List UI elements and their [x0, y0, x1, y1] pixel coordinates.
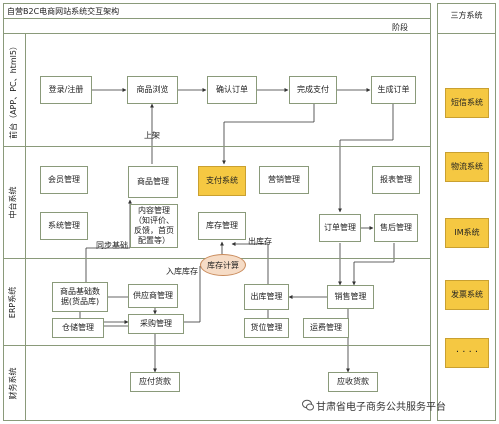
location-mgmt-node: 货位管理 [244, 318, 289, 338]
lane-divider-1 [3, 146, 431, 147]
sales-mgmt-node: 销售管理 [327, 285, 374, 309]
goods-base-data-node: 商品基础数 据(货品库) [52, 282, 108, 312]
edge-label-sync-base: 同步基础 [96, 241, 128, 250]
outbound-mgmt-node: 出库管理 [244, 284, 289, 310]
browse-node: 商品浏览 [127, 76, 178, 104]
im-system-node: IM系统 [445, 218, 489, 248]
aftersale-mgmt-node: 售后管理 [374, 214, 418, 242]
warehouse-mgmt-node: 仓储管理 [52, 318, 104, 338]
third-party-frame [437, 3, 496, 421]
phase-divider [3, 33, 431, 34]
wechat-icon [302, 399, 314, 411]
header-divider [3, 18, 431, 19]
diagram-title: 自营B2C电商网站系统交互架构 [7, 7, 120, 16]
lane-label-divider [25, 33, 26, 421]
shipping-cost-node: 运费管理 [303, 318, 349, 338]
supplier-mgmt-node: 供应商管理 [128, 284, 178, 308]
goods-mgmt-node: 商品管理 [128, 166, 178, 198]
lane-label-middle: 中台系统 [8, 186, 18, 219]
lane-divider-3 [3, 345, 431, 346]
complete-payment-node: 完成支付 [289, 76, 337, 104]
invoice-system-node: 发票系统 [445, 280, 489, 310]
third-party-divider [437, 33, 496, 34]
more-systems-node: · · · · [445, 338, 489, 368]
login-node: 登录/注册 [40, 76, 92, 104]
content-mgmt-node: 内容管理 （知评价、 反馈，首页 配置等） [130, 204, 178, 248]
logistics-system-node: 物流系统 [445, 152, 489, 182]
phase-label: 阶段 [392, 23, 408, 32]
lane-label-erp: ERP系统 [8, 286, 18, 318]
inventory-mgmt-node: 库存管理 [198, 212, 246, 240]
main-frame [3, 3, 431, 421]
edge-label-out-stock: 出库存 [248, 237, 272, 246]
purchase-mgmt-node: 采购管理 [128, 314, 184, 334]
marketing-mgmt-node: 营销管理 [259, 166, 309, 194]
lane-label-finance: 财务系统 [8, 367, 18, 400]
system-mgmt-node: 系统管理 [40, 212, 88, 240]
watermark-text: 甘肃省电子商务公共服务平台 [316, 402, 446, 413]
lane-label-front: 前台（APP、PC、html5） [8, 41, 18, 139]
sms-system-node: 短信系统 [445, 88, 489, 118]
third-party-title: 三方系统 [450, 11, 483, 20]
payment-system-node: 支付系统 [198, 166, 246, 196]
order-mgmt-node: 订单管理 [319, 214, 361, 242]
edge-label-listing: 上架 [144, 131, 160, 140]
create-order-node: 生成订单 [371, 76, 416, 104]
accounts-payable-node: 应付货款 [130, 372, 180, 392]
member-mgmt-node: 会员管理 [40, 166, 88, 194]
confirm-order-node: 确认订单 [207, 76, 257, 104]
accounts-receivable-node: 应收货款 [328, 372, 378, 392]
stock-calculation-node: 库存计算 [200, 254, 246, 276]
edge-label-in-stock: 入库库存 [166, 267, 198, 276]
report-mgmt-node: 报表管理 [372, 166, 420, 194]
